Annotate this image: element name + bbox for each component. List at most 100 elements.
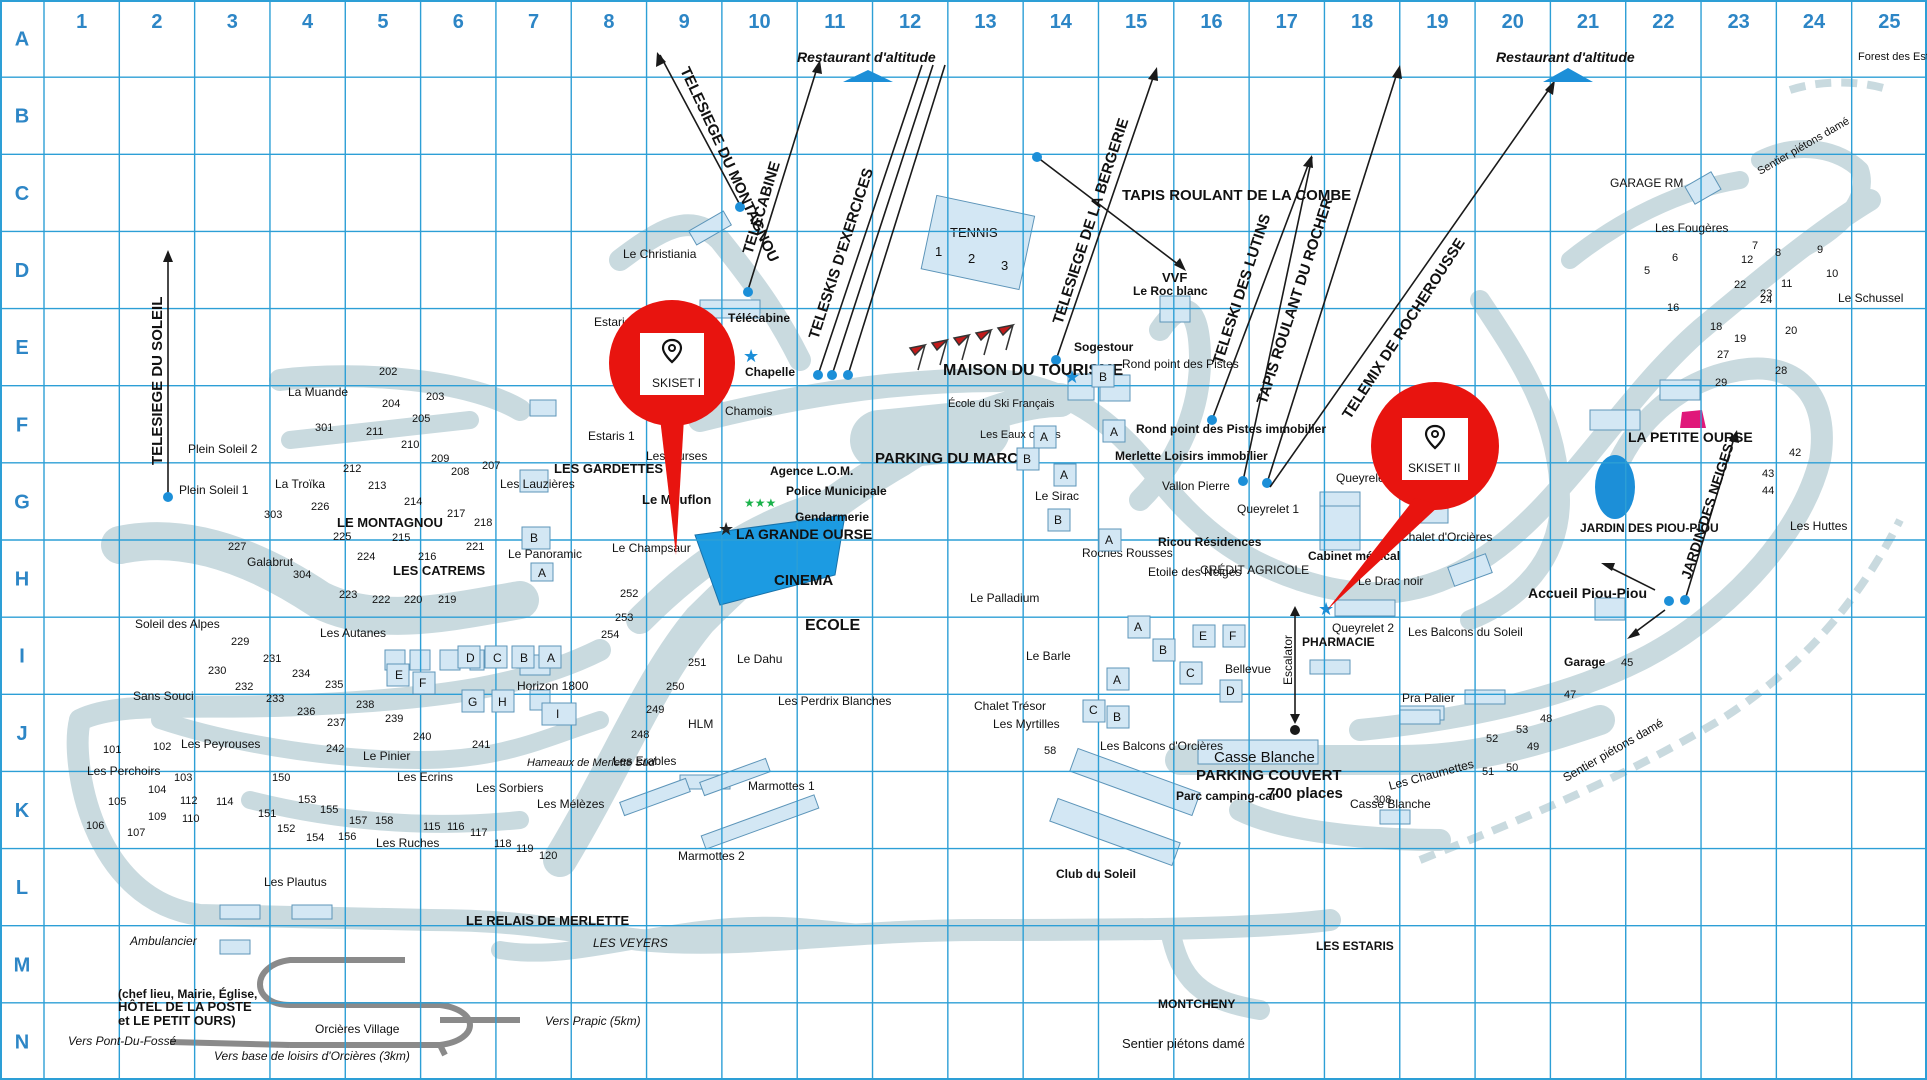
building-number: 7	[1752, 240, 1758, 252]
queyrelet1-label: Queyrelet 1	[1237, 502, 1299, 516]
building-number: 119	[516, 843, 534, 855]
building-number: 230	[208, 665, 226, 677]
star-markers: ★ ★ ★ ★ ★★★	[718, 346, 1334, 619]
grid-column-label: 6	[453, 11, 464, 33]
les-sorbiers-label: Les Sorbiers	[476, 781, 543, 795]
place-labels: Restaurant d'altitude Restaurant d'altit…	[68, 49, 1927, 1063]
les-balcons-soleil-label: Les Balcons du Soleil	[1408, 625, 1523, 639]
building-number: 250	[666, 681, 684, 693]
building-number: 239	[385, 713, 403, 725]
grid-column-label: 7	[528, 11, 539, 33]
building-number: 152	[277, 823, 295, 835]
telesiege-bergerie-label: TELESIEGE DE LA BERGERIE	[1050, 116, 1133, 326]
tennis-label: TENNIS	[950, 225, 998, 240]
pra-palier-label: Pra Palier	[1402, 691, 1455, 705]
building-number: 301	[315, 422, 333, 434]
telecabine-station-label: Télécabine	[728, 311, 790, 325]
hameaux-merlette-label: Hameaux de Merlette Sud	[527, 757, 656, 769]
grid-column-label: 10	[748, 11, 770, 33]
tennis-courts: TENNIS 1 2 3	[920, 194, 1036, 291]
les-balcons-orcieres-label: Les Balcons d'Orcières	[1100, 739, 1223, 753]
building-number: 8	[1775, 247, 1781, 259]
building-number: 156	[338, 831, 356, 843]
grid-column-label: 11	[824, 11, 845, 33]
building-number: 53	[1516, 724, 1528, 736]
building-number: 18	[1710, 321, 1722, 333]
tapis-combe-label: TAPIS ROULANT DE LA COMBE	[1122, 187, 1351, 204]
la-grande-ourse-label: LA GRANDE OURSE	[736, 526, 872, 542]
vers-pont-label: Vers Pont-Du-Fossé	[68, 1034, 177, 1048]
parc-camping-label: Parc camping-car	[1176, 789, 1277, 803]
grid-row-label: D	[15, 260, 29, 282]
skiset-1-marker[interactable]: SKISET I	[609, 300, 735, 555]
tennis-court-2: 2	[968, 251, 975, 266]
building-number: 232	[235, 681, 253, 693]
le-drac-noir-label: Le Drac noir	[1358, 574, 1423, 588]
building-number: 103	[174, 772, 192, 784]
building-number: 151	[258, 808, 276, 820]
queyrelet2-label: Queyrelet 2	[1332, 621, 1394, 635]
accueil-piou-label: Accueil Piou-Piou	[1528, 585, 1647, 601]
grid-column-label: 15	[1125, 11, 1147, 33]
club-soleil-label: Club du Soleil	[1056, 867, 1136, 881]
building-number: 44	[1762, 485, 1774, 497]
building-number: 226	[311, 501, 329, 513]
building-number: 236	[297, 706, 315, 718]
building-number: 117	[470, 827, 488, 839]
grid-row-label: J	[16, 723, 27, 745]
chalet-tresor-label: Chalet Trésor	[974, 699, 1046, 713]
building-number: 42	[1789, 447, 1801, 459]
building-number: 104	[148, 784, 166, 796]
sogestour-star-icon: ★	[1064, 367, 1080, 387]
building-number: 45	[1621, 657, 1633, 669]
building-number: 231	[263, 653, 281, 665]
building-number: 110	[182, 813, 200, 825]
le-schussel-label: Le Schussel	[1838, 291, 1903, 305]
building-letter: B	[530, 531, 538, 545]
marmottes2-label: Marmottes 2	[678, 849, 745, 863]
building-number: 49	[1527, 741, 1539, 753]
grid-row-label: K	[15, 800, 30, 822]
grid-column-label: 17	[1276, 11, 1298, 33]
grid-row-label: A	[15, 29, 29, 51]
garage-label: Garage	[1564, 655, 1606, 669]
building-number: 207	[482, 460, 500, 472]
grid-row-label: B	[15, 106, 29, 128]
la-petite-ourse-label: LA PETITE OURSE	[1628, 429, 1753, 445]
building-number: 213	[368, 480, 386, 492]
building-number: 308	[1373, 794, 1391, 806]
bellevue-label: Bellevue	[1225, 662, 1271, 676]
chef-lieu-label: (chef lieu, Mairie, Église,	[118, 986, 257, 1001]
building-number: 105	[108, 796, 126, 808]
building-number: 23	[1760, 288, 1772, 300]
grid-column-label: 8	[603, 11, 614, 33]
jardin-piou-label: JARDIN DES PIOU-PIOU	[1580, 521, 1719, 535]
skiset-2-marker[interactable]: SKISET II	[1327, 382, 1499, 610]
grid-row-label: N	[15, 1031, 29, 1053]
restaurant-triangle-2	[1543, 68, 1593, 82]
maison-tourisme-label: MAISON DU TOURISME	[943, 362, 1123, 379]
les-myrtilles-label: Les Myrtilles	[993, 717, 1060, 731]
building-letter: F	[419, 676, 426, 690]
building-number: 220	[404, 594, 422, 606]
pharmacie-label: PHARMACIE	[1302, 635, 1375, 649]
building-letter: C	[1089, 703, 1098, 717]
les-fougeres-label: Les Fougères	[1655, 221, 1728, 235]
building-number: 22	[1734, 279, 1746, 291]
grid-column-label: 25	[1878, 11, 1900, 33]
la-muande-label: La Muande	[288, 385, 348, 399]
building-number: 242	[326, 743, 344, 755]
building-number: 12	[1741, 254, 1753, 266]
sentier-dame-bottom-label: Sentier piétons damé	[1122, 1036, 1245, 1051]
le-barle-label: Le Barle	[1026, 649, 1071, 663]
building-number: 153	[298, 794, 316, 806]
building-number: 5	[1644, 265, 1650, 277]
building-number: 6	[1672, 252, 1678, 264]
building-letter: C	[1186, 666, 1195, 680]
building-number: 154	[306, 832, 324, 844]
restaurant-triangle-1	[843, 70, 893, 82]
le-panoramic-label: Le Panoramic	[508, 547, 582, 561]
building-letter: C	[493, 651, 502, 665]
